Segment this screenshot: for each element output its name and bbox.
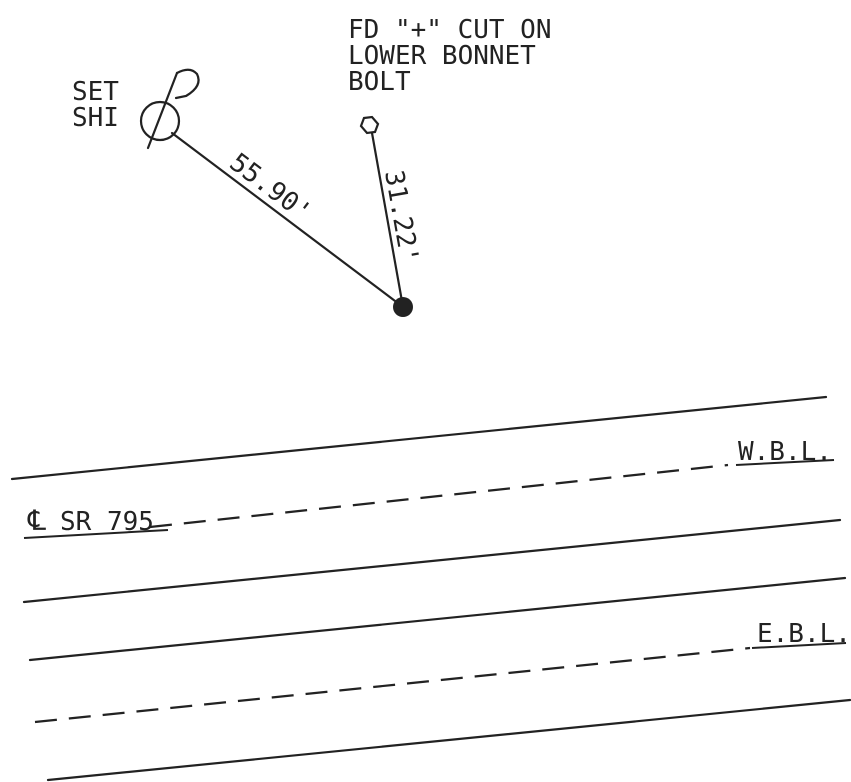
road-edge-line-1 <box>10 395 828 481</box>
road-edge-line-4 <box>46 698 851 782</box>
wbl-dashed-line <box>149 463 729 529</box>
found-cut-label-line-1: FD "+" CUT ON <box>348 15 552 45</box>
set-point-symbol <box>139 68 200 150</box>
distance-label-right: 31.22' <box>378 168 424 266</box>
road-edge-line-2 <box>22 518 842 604</box>
set-label-line-2: SHI <box>72 103 119 133</box>
found-bolt-hexagon <box>359 115 380 135</box>
road-edge-line-3 <box>28 576 847 662</box>
found-cut-label-line-3: BOLT <box>348 67 411 97</box>
ebl-label-group: E.B.L. <box>751 619 851 649</box>
control-point <box>393 297 413 317</box>
set-label-line-1: SET <box>72 77 119 107</box>
distance-label-left: 55.90' <box>224 148 317 228</box>
centerline-symbol: ℄ <box>27 504 46 537</box>
distance-line-left <box>170 131 405 309</box>
distance-line-right <box>370 131 405 309</box>
found-cut-label-line-2: LOWER BONNET <box>348 41 536 71</box>
wbl-label-group: W.B.L. <box>735 437 835 467</box>
centerline-label-group: ℄ SR 795 <box>23 504 169 539</box>
ebl-dashed-line <box>34 646 751 724</box>
